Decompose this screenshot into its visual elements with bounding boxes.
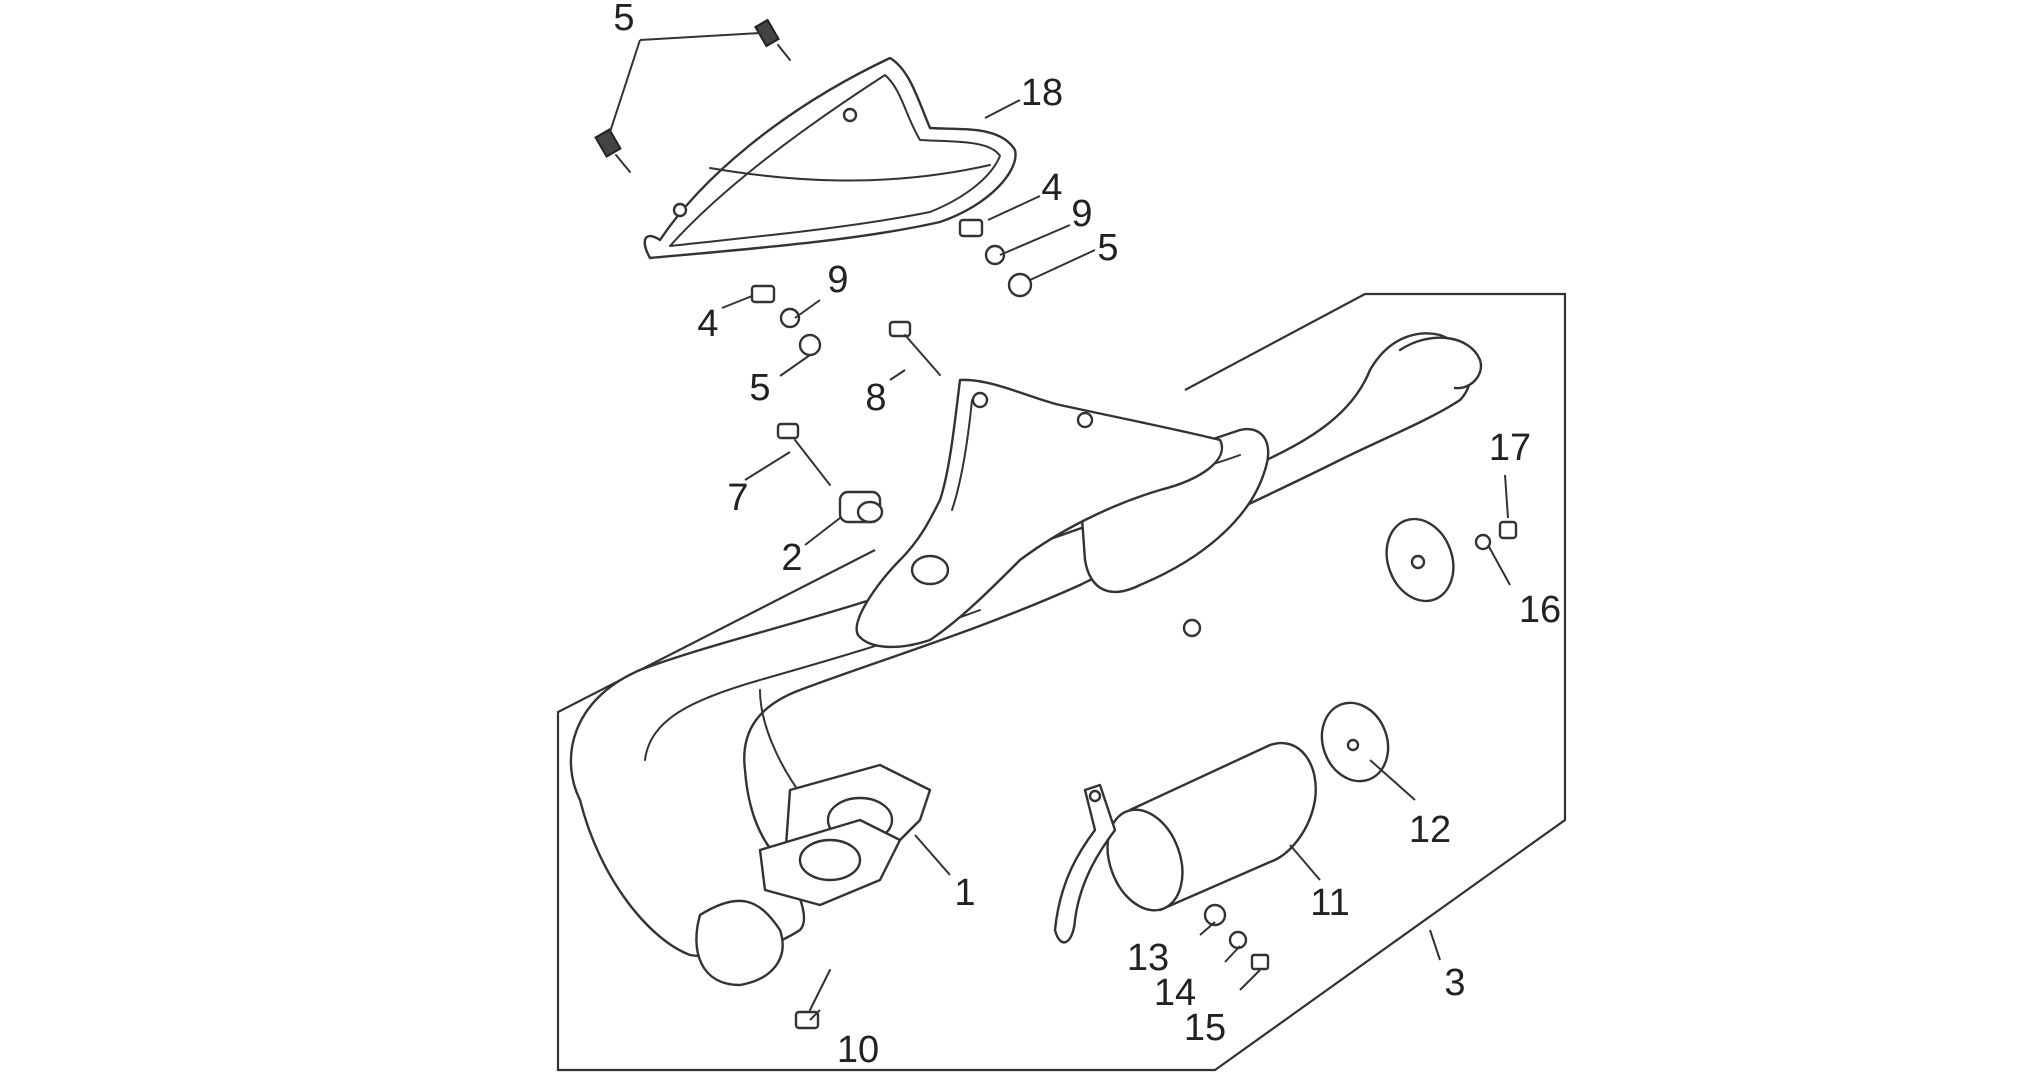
callout-7: 7 [727, 477, 748, 519]
callout-1: 1 [954, 872, 975, 914]
leader-lines [609, 32, 1511, 1021]
callout-14: 14 [1154, 972, 1196, 1014]
callout-16: 16 [1519, 589, 1561, 631]
callout-5b: 5 [1097, 227, 1118, 269]
callout-9b: 9 [1071, 193, 1092, 235]
callout-18: 18 [1021, 72, 1063, 114]
callout-10: 10 [837, 1029, 879, 1071]
callout-2: 2 [781, 537, 802, 579]
mounting-bracket [855, 378, 1224, 649]
hardware [594, 18, 1518, 1030]
callout-labels: 5 18 4 9 5 9 4 5 8 7 2 17 16 12 1 11 13 … [613, 0, 1561, 1071]
heat-shield [643, 56, 1017, 260]
callout-6: 5 [613, 0, 634, 39]
callout-11: 11 [1310, 882, 1349, 924]
callout-13: 13 [1127, 937, 1169, 979]
callout-5a: 5 [749, 367, 770, 409]
callout-4b: 4 [1041, 167, 1062, 209]
callout-15: 15 [1184, 1007, 1226, 1049]
callout-17: 17 [1489, 427, 1531, 469]
exhaust-flange [758, 763, 932, 907]
callout-12: 12 [1409, 809, 1451, 851]
muffler [1053, 742, 1317, 944]
callout-9a: 9 [827, 259, 848, 301]
gasket-12 [1320, 701, 1390, 783]
assembly-frame [556, 292, 1567, 1072]
callout-8: 8 [865, 377, 886, 419]
gasket-16 [1385, 517, 1455, 603]
callout-3: 3 [1444, 962, 1465, 1004]
callout-4a: 4 [697, 303, 718, 345]
